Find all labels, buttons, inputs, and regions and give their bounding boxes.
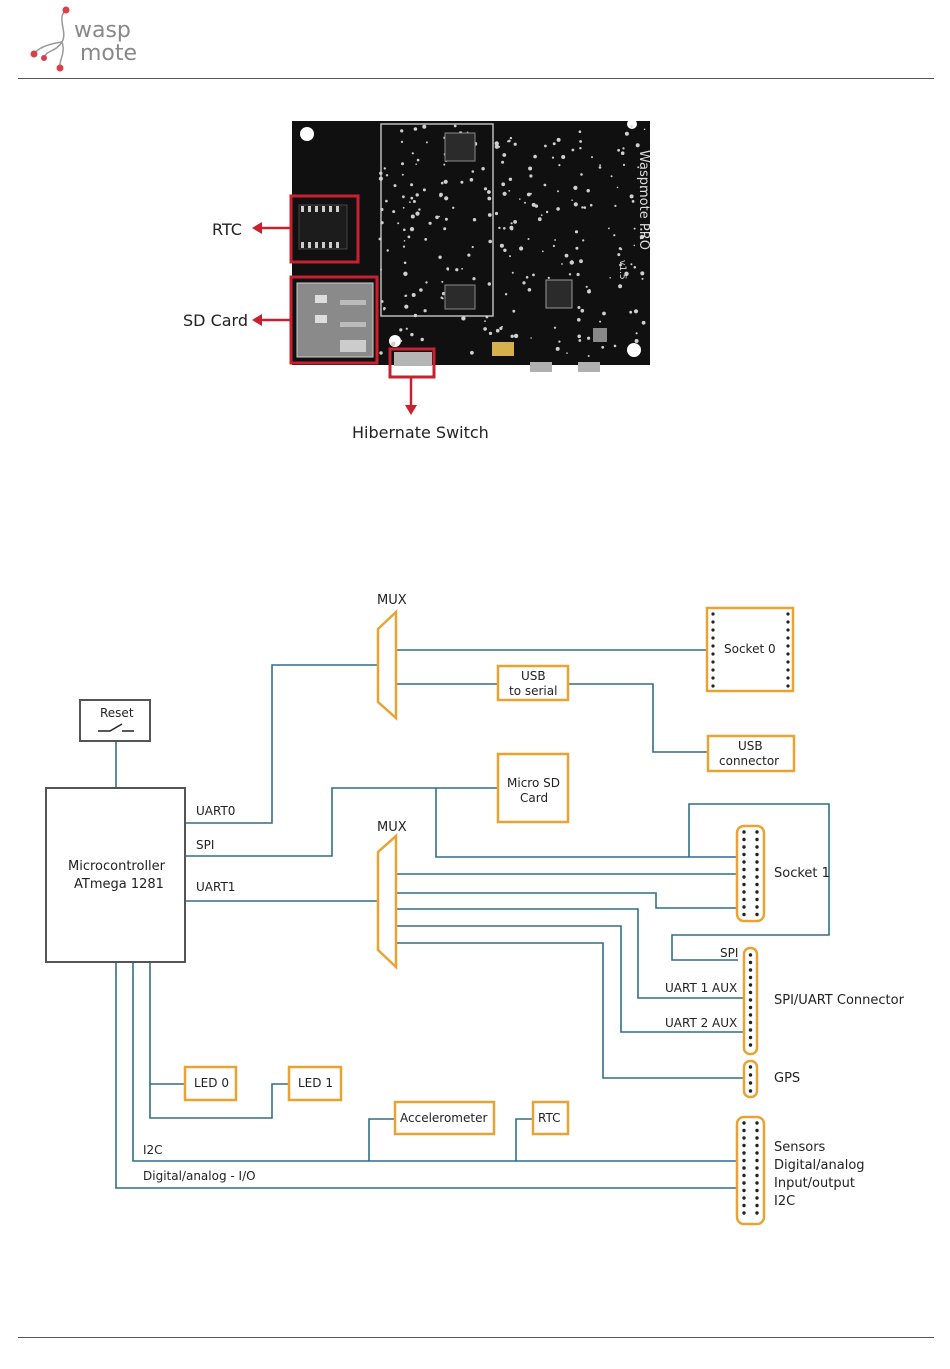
led0-label: LED 0 [194,1076,229,1090]
sensors-l2: Digital/analog [774,1158,865,1173]
microcontroller-box [45,787,186,963]
sensors-header [735,1115,766,1226]
rtc-box [531,1100,570,1136]
led0-box [183,1065,238,1102]
mux-middle-label: MUX [377,820,407,835]
usb-connector-box [706,734,796,773]
gps-header [742,1059,759,1099]
socket1-label: Socket 1 [774,866,830,881]
mux-top-label: MUX [377,593,407,608]
sd-arrow-icon [252,314,262,326]
footer-rule [18,1337,934,1338]
usb-serial-box [496,664,570,702]
socket1-header [735,824,766,923]
mux-top [376,609,398,721]
header-rule [18,78,934,79]
board-version: v1.5 [617,260,627,280]
sensors-l1: Sensors [774,1140,826,1155]
microsd-l2: Card [520,791,548,805]
usb-serial-l1: USB [521,669,546,683]
mux-middle [376,833,398,970]
board-photo: Waspmote PRO v1.5 RTC SD Card Hibernate … [183,119,651,442]
mcu-line2: ATmega 1281 [74,877,164,892]
reset-box [79,699,151,742]
waspmote-logo: wasp mote [30,6,137,72]
sensors-l3: Input/output [774,1176,855,1191]
accelerometer-box [393,1100,496,1136]
uart1-label: UART1 [196,880,235,894]
spi-uart-connector-label: SPI/UART Connector [774,993,905,1008]
callout-hibernate: Hibernate Switch [352,423,489,442]
socket0-label: Socket 0 [724,642,776,656]
wires [115,649,830,1189]
logo-mote: mote [80,41,137,66]
led1-box [287,1065,343,1102]
sensors-l4: I2C [774,1194,795,1209]
usb-connector-l2: connector [719,754,779,768]
uart2-aux-label: UART 2 AUX [665,1016,737,1030]
gps-label: GPS [774,1071,800,1086]
spi-label: SPI [196,838,214,852]
led1-label: LED 1 [298,1076,333,1090]
rtc-arrow-icon [252,222,262,234]
usb-serial-l2: to serial [509,684,557,698]
logo-wasp: wasp [74,18,131,43]
callout-sd-card: SD Card [183,311,248,330]
socket0-box [705,606,795,693]
microsd-box [496,752,570,824]
switch-icon [98,723,134,732]
microsd-l1: Micro SD [507,776,560,790]
uart0-label: UART0 [196,804,235,818]
accelerometer-label: Accelerometer [400,1111,487,1125]
mcu-line1: Microcontroller [68,859,166,874]
i2c-label: I2C [143,1143,163,1157]
hibernate-arrow-icon [405,405,417,415]
uart1-aux-label: UART 1 AUX [665,981,737,995]
callout-rtc: RTC [212,220,242,239]
reset-label: Reset [100,706,134,720]
rtc-label: RTC [538,1111,560,1125]
board-silkscreen: Waspmote PRO [636,150,651,250]
digital-io-label: Digital/analog - I/O [143,1169,256,1183]
usb-connector-l1: USB [738,739,763,753]
conn-spi-label: SPI [720,946,738,960]
